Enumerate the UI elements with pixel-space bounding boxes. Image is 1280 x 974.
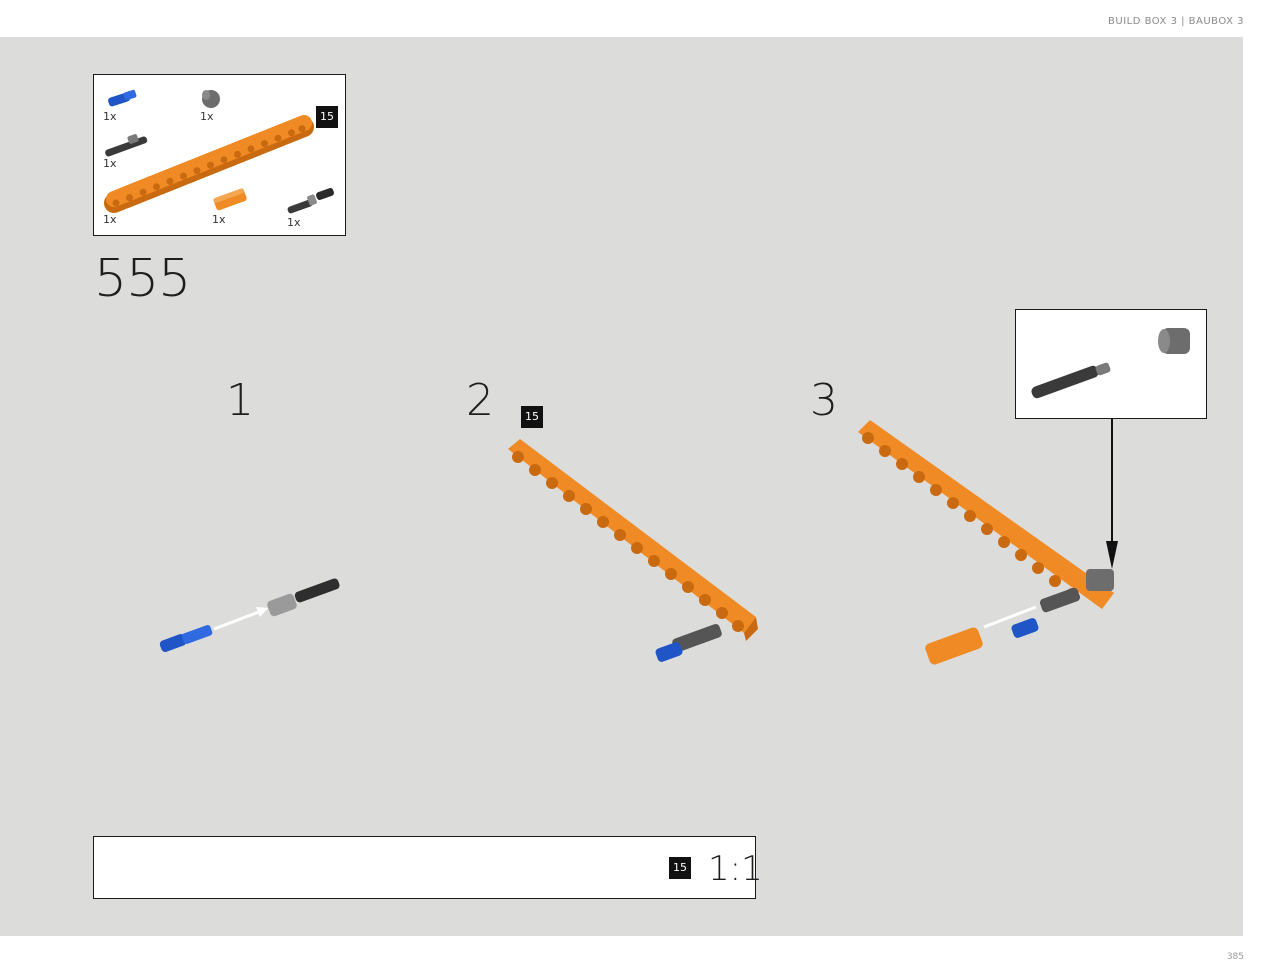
callout-illustration <box>1031 328 1190 399</box>
black-axle-pin-icon <box>267 578 340 617</box>
qty-gray-bush: 1x <box>200 110 214 123</box>
beam-length-badge: 15 <box>316 106 338 128</box>
dark-axle-icon <box>105 134 148 157</box>
blue-axle-pin-icon <box>159 625 213 652</box>
dark-axle-icon <box>1031 362 1111 399</box>
black-axle-pin-icon <box>287 188 334 214</box>
instruction-canvas: 1x 1x 1x 1x 1x 1x 15 555 1 2 3 15 <box>0 37 1243 936</box>
qty-orange-beam: 1x <box>103 213 117 226</box>
sub-step-2: 2 <box>466 375 494 426</box>
orange-connector-icon <box>213 188 247 211</box>
orange-connector-icon <box>925 627 983 665</box>
callout-box <box>1015 309 1207 419</box>
orange-beam-icon <box>104 115 314 213</box>
sub-step-2-illustration <box>508 439 758 662</box>
qty-orange-connector: 1x <box>212 213 226 226</box>
gray-bush-icon <box>1158 328 1190 354</box>
sub-step-1-illustration <box>159 578 340 652</box>
qty-blue-axle-pin: 1x <box>103 110 117 123</box>
ruler-box <box>93 836 756 899</box>
header-title: BUILD BOX 3 | BAUBOX 3 <box>1108 16 1244 27</box>
qty-dark-axle: 1x <box>103 157 117 170</box>
gray-bush-icon <box>202 90 220 108</box>
sub-step-3: 3 <box>810 375 838 426</box>
assembly-illustrations <box>107 419 1118 883</box>
blue-axle-pin-icon <box>108 89 137 107</box>
qty-black-axle-pin: 1x <box>287 216 301 229</box>
step-number: 555 <box>94 249 191 309</box>
page-number: 385 <box>1226 952 1244 962</box>
ruler-beam-badge: 15 <box>669 857 691 879</box>
sub-step-3-illustration <box>858 419 1118 665</box>
ruler-scale-label: 1:1 <box>708 849 763 889</box>
sub-step-1: 1 <box>226 375 254 426</box>
parts-illustration <box>104 89 334 214</box>
parts-list-box: 1x 1x 1x 1x 1x 1x 15 <box>93 74 346 236</box>
sub-step-2-beam-badge: 15 <box>521 406 543 428</box>
